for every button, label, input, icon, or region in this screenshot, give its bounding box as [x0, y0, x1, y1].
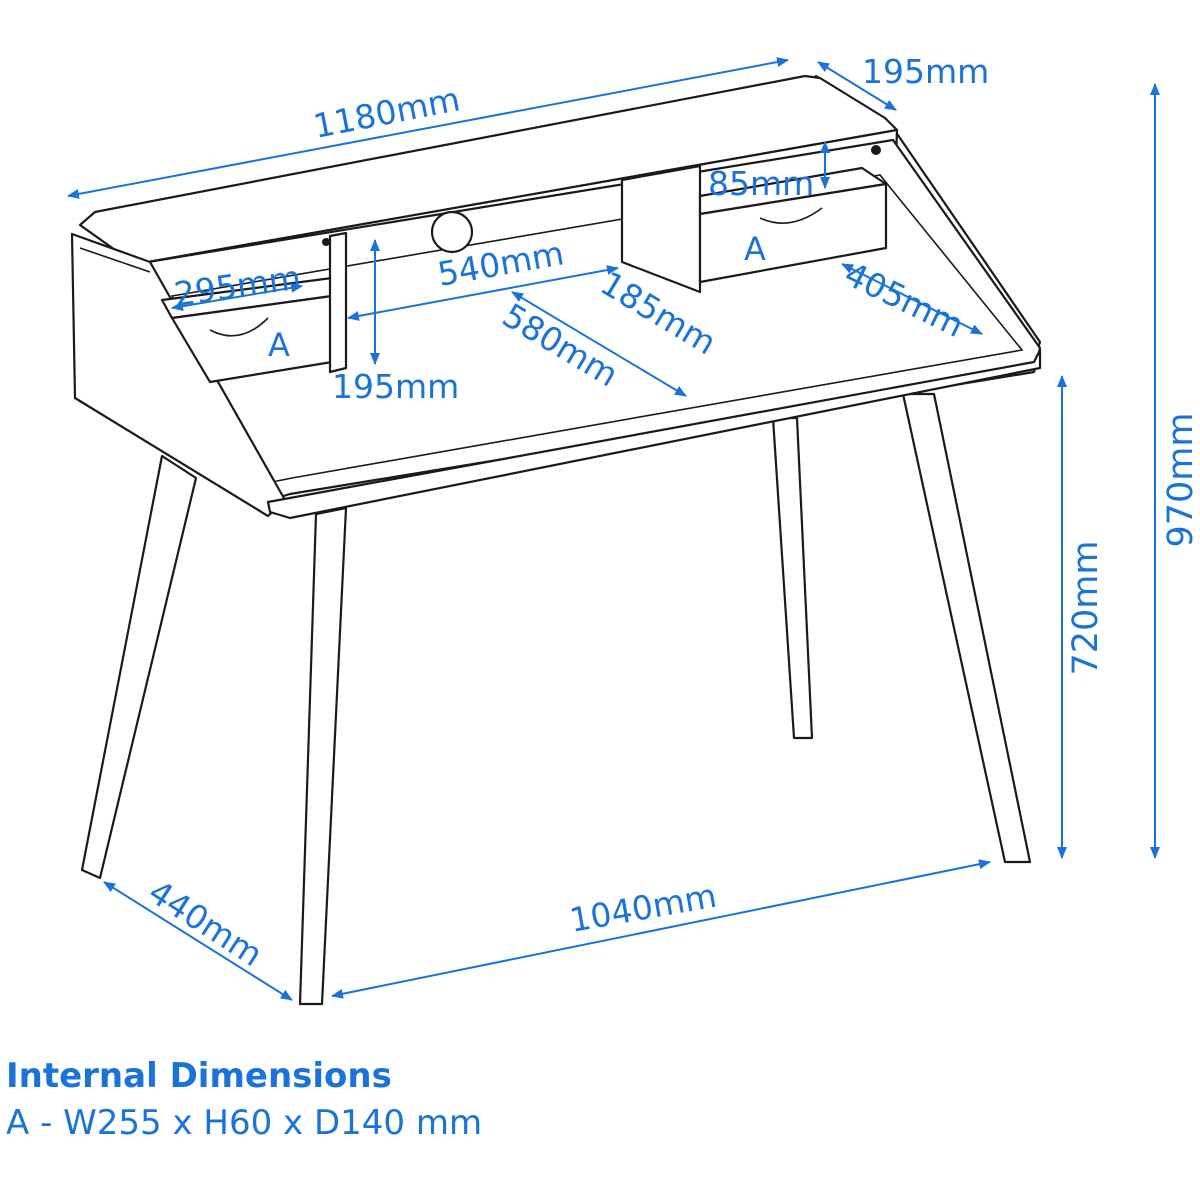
dim-hutch-depth: 195mm [862, 52, 989, 91]
dim-drawer-recess-height: 85mm [708, 164, 814, 203]
drawer-label-right: A [744, 230, 766, 268]
left-panel-edge [79, 247, 151, 273]
desk-drawing [70, 74, 1042, 1006]
left-divider [328, 231, 348, 374]
right-drawer [698, 182, 888, 284]
dimension-lines [67, 57, 1160, 1001]
back-right-leg [901, 392, 1032, 864]
dim-hutch-height: 195mm [332, 367, 459, 406]
left-peg [322, 238, 330, 246]
front-left-leg [80, 454, 198, 880]
internal-dimensions-title: Internal Dimensions [6, 1056, 392, 1096]
right-drawer-handle [759, 207, 823, 224]
dim-leg-width-span: 1040mm [567, 876, 720, 940]
dim-desk-height: 720mm [1066, 541, 1106, 676]
dim-leg-depth-span: 440mm [142, 872, 270, 974]
internal-dimensions-value: A - W255 x H60 x D140 mm [6, 1103, 483, 1143]
cable-hole [430, 210, 474, 254]
back-left-leg [771, 416, 814, 740]
dim-overall-height: 970mm [1161, 413, 1200, 548]
front-right-leg [298, 506, 348, 1006]
left-drawer-handle [209, 317, 269, 337]
right-peg [871, 145, 881, 155]
desk-front-edge [266, 348, 1042, 520]
drawer-label-left: A [268, 326, 290, 364]
